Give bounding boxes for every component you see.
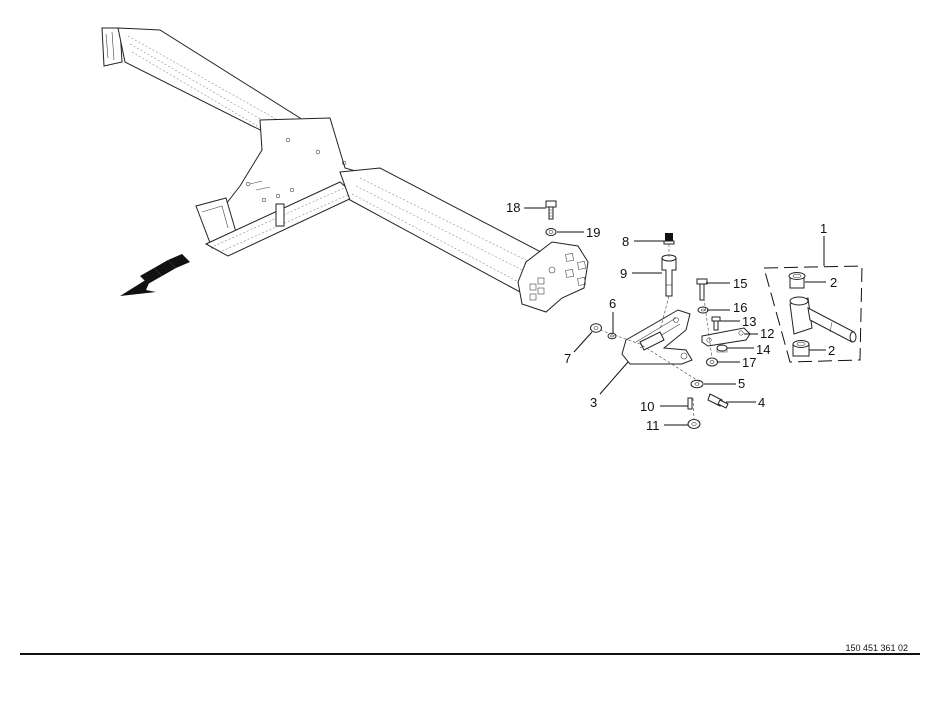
nut-7 bbox=[590, 323, 602, 333]
main-frame bbox=[101, 27, 589, 313]
nut-17 bbox=[706, 357, 718, 367]
callout-15: 15 bbox=[733, 276, 747, 291]
callout-2-top: 2 bbox=[830, 275, 837, 290]
callout-17: 17 bbox=[742, 355, 756, 370]
bolt-18 bbox=[545, 200, 557, 220]
pin-9 bbox=[661, 254, 677, 297]
spindle-1 bbox=[789, 296, 857, 343]
document-number: 150 451 361 02 bbox=[845, 643, 908, 653]
callout-10: 10 bbox=[640, 399, 654, 414]
callout-2-bottom: 2 bbox=[828, 343, 835, 358]
bolt-4 bbox=[707, 393, 729, 409]
callout-13: 13 bbox=[742, 314, 756, 329]
bracket-3 bbox=[621, 309, 693, 365]
callout-12: 12 bbox=[760, 326, 774, 341]
bolt-15 bbox=[696, 278, 708, 301]
arm-12 bbox=[701, 327, 751, 347]
callout-18: 18 bbox=[506, 200, 520, 215]
callout-6: 6 bbox=[609, 296, 616, 311]
callout-11: 11 bbox=[646, 418, 660, 433]
direction-arrow-icon bbox=[120, 254, 190, 296]
kit-1-frame bbox=[763, 265, 863, 363]
footer-rule bbox=[20, 653, 920, 655]
callout-5: 5 bbox=[738, 376, 745, 391]
assembly-axis-1 bbox=[599, 244, 713, 421]
callout-16: 16 bbox=[733, 300, 747, 315]
nut-19 bbox=[545, 228, 557, 236]
callout-8: 8 bbox=[622, 234, 629, 249]
callout-1: 1 bbox=[820, 221, 827, 236]
washer-5 bbox=[690, 379, 704, 389]
washer-16 bbox=[697, 306, 709, 314]
washer-6 bbox=[607, 332, 617, 340]
pin-13 bbox=[711, 316, 721, 331]
callout-4: 4 bbox=[758, 395, 765, 410]
spring-pin-10 bbox=[687, 397, 693, 410]
callout-19: 19 bbox=[586, 225, 600, 240]
bushing-2-bottom bbox=[792, 340, 810, 357]
grease-nipple-8 bbox=[663, 233, 675, 245]
callout-14: 14 bbox=[756, 342, 770, 357]
callout-9: 9 bbox=[620, 266, 627, 281]
nut-11 bbox=[687, 419, 701, 429]
cap-14 bbox=[716, 344, 728, 353]
callout-7: 7 bbox=[564, 351, 571, 366]
callout-3: 3 bbox=[590, 395, 597, 410]
leader-lines bbox=[524, 207, 826, 426]
bushing-2-top bbox=[788, 272, 806, 289]
